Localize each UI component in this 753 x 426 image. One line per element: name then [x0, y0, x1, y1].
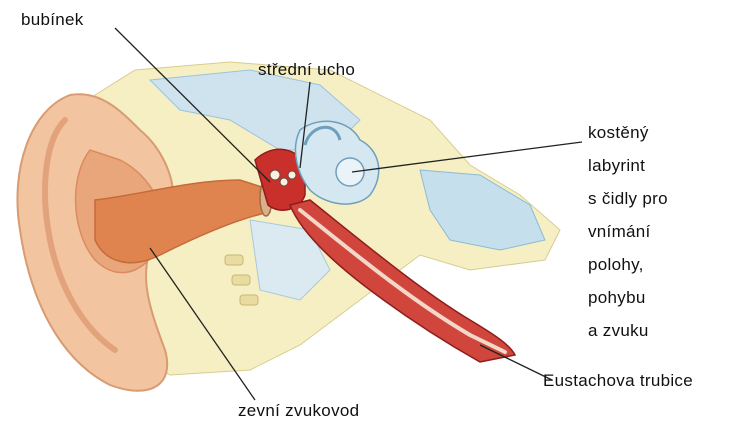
label-labyrinth-line-4: vnímání [588, 215, 668, 248]
label-labyrinth: kostěný labyrint s čidly pro vnímání pol… [588, 116, 668, 347]
cochlea [336, 158, 364, 186]
leader-line-eustachian [480, 345, 552, 380]
label-eustachian-tube: Eustachova trubice [543, 371, 693, 391]
label-labyrinth-line-6: pohybu [588, 281, 668, 314]
label-labyrinth-line-5: polohy, [588, 248, 668, 281]
label-middle-ear: střední ucho [258, 60, 355, 80]
label-labyrinth-line-2: labyrint [588, 149, 668, 182]
label-labyrinth-line-1: kostěný [588, 116, 668, 149]
label-labyrinth-line-3: s čidly pro [588, 182, 668, 215]
label-ear-canal: zevní zvukovod [238, 401, 359, 421]
label-eardrum: bubínek [21, 10, 84, 30]
label-labyrinth-line-7: a zvuku [588, 314, 668, 347]
